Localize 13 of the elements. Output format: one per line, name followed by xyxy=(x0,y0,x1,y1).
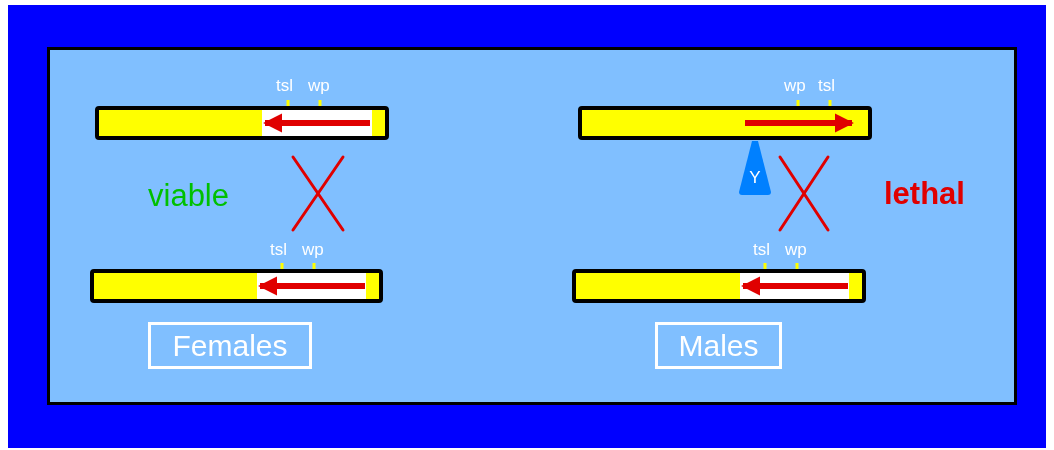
sex-label-box: Males xyxy=(655,322,782,369)
gene-label: tsl xyxy=(753,240,770,260)
y-chromosome-marker: Y xyxy=(738,140,772,196)
gene-label: tsl xyxy=(818,76,835,96)
gene-label: wp xyxy=(308,76,330,96)
sex-label-box: Females xyxy=(148,322,312,369)
gene-label: tsl xyxy=(270,240,287,260)
outcome-label: viable xyxy=(148,178,229,214)
gene-label: wp xyxy=(784,76,806,96)
gene-label: tsl xyxy=(276,76,293,96)
gene-label: wp xyxy=(302,240,324,260)
outcome-label: lethal xyxy=(884,176,965,212)
gene-label: wp xyxy=(785,240,807,260)
